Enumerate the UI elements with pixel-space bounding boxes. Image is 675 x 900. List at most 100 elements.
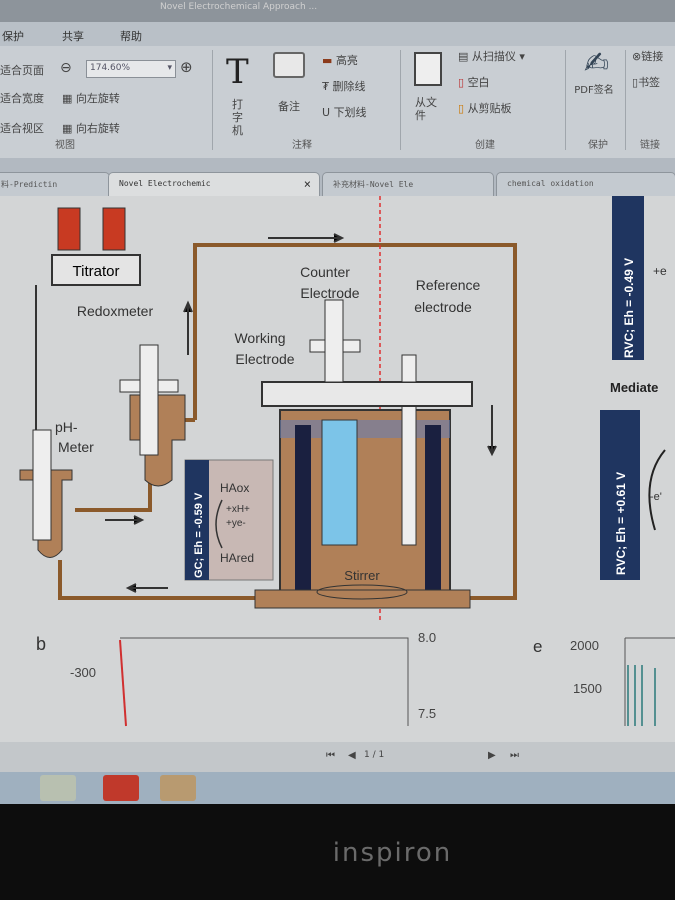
gc-inset: GC; Eh = -0.59 V HAox +xH+ +ye- HAred [184, 459, 274, 581]
reference-electrode-label: Reference [416, 277, 481, 293]
menu-bar: 保护 共享 帮助 [0, 22, 675, 46]
from-clipboard-label: 从剪贴板 [467, 102, 512, 115]
taskbar [0, 772, 675, 804]
tab-novel-electrochemical[interactable]: Novel Electrochemic × [108, 172, 320, 196]
window-title: Novel Electrochemical Approach ... [160, 2, 318, 12]
group-label-protect: 保护 [588, 140, 608, 151]
bookmark-button[interactable]: ▯书签 [632, 74, 660, 90]
tubing [58, 243, 517, 600]
panel-b-chart: b -300 8.0 7.5 [36, 630, 436, 727]
figure-setup-diagram: Titrator Redoxmeter pH- Meter Counter El… [19, 190, 675, 727]
counter-electrode-label: Electrode [300, 285, 359, 301]
rotate-right-button[interactable]: ▦ 向右旋转 [62, 120, 120, 136]
electron-label: +ye- [226, 518, 246, 529]
fit-width-button[interactable]: 适合宽度 [0, 92, 44, 105]
tab-label: Novel Electrochemic [119, 179, 211, 188]
divider [400, 50, 401, 150]
title-bar: Novel Electrochemical Approach ... [0, 0, 675, 22]
tab-prediction[interactable]: 料-Predictin [0, 172, 110, 196]
gc-potential-label: GC; Eh = -0.59 V [193, 492, 205, 578]
tab-chemical-oxidation[interactable]: chemical oxidation [496, 172, 675, 196]
e-y-tick: 1500 [573, 681, 602, 696]
link-label: 链接 [641, 50, 664, 63]
tab-label: chemical oxidation [507, 179, 594, 188]
note-button[interactable]: 备注 [278, 100, 300, 113]
link-button[interactable]: ⊗链接 [632, 48, 663, 64]
chevron-down-icon: ▾ [167, 63, 172, 73]
laptop-brand-logo: inspiron [332, 838, 453, 868]
rotate-left-label: 向左旋转 [75, 92, 120, 105]
redox-electrode [119, 344, 186, 487]
blank-button[interactable]: ▯ 空白 [458, 74, 490, 90]
close-icon[interactable]: × [303, 177, 311, 191]
highlight-icon: ▬ [322, 54, 336, 67]
next-page-button[interactable]: ▶ [488, 750, 496, 761]
plus-electron-label: +e [653, 264, 667, 278]
menu-help[interactable]: 帮助 [120, 30, 142, 43]
highlight-button[interactable]: ▬ 高亮 [322, 52, 358, 68]
strikeout-icon: ₮ [322, 80, 333, 93]
from-scanner-button[interactable]: ▤ 从扫描仪 ▾ [458, 50, 525, 63]
tab-supplementary[interactable]: 补充材料-Novel Ele [322, 172, 494, 196]
laptop-bezel [0, 804, 675, 900]
from-file-button[interactable]: 从文件 [415, 96, 437, 122]
titrator-burette-icon [57, 207, 81, 251]
zoom-select[interactable]: 174.60%▾ [86, 60, 176, 78]
pdf-sign-button[interactable]: PDF签名 [574, 85, 614, 96]
first-page-button[interactable]: ⏮ [326, 750, 335, 761]
document-tab-bar: 料-Predictin Novel Electrochemic × 补充材料-No… [0, 158, 675, 198]
menu-protect[interactable]: 保护 [2, 30, 24, 43]
titrator-label: Titrator [73, 263, 120, 280]
fit-page-button[interactable]: 适合页面 [0, 64, 44, 77]
ha-red-label: HAred [220, 551, 254, 565]
b-right-tick: 7.5 [418, 706, 436, 721]
page-navigation-bar: ⏮ ◀ 1 / 1 ▶ ⏭ [0, 742, 675, 772]
from-file-icon[interactable] [414, 52, 442, 86]
b-y-tick: -300 [70, 665, 96, 680]
strikeout-button[interactable]: ₮ 删除线 [322, 78, 366, 94]
bookmark-icon: ▯ [632, 76, 639, 89]
rotate-right-icon: ▦ [62, 122, 76, 135]
blank-label: 空白 [467, 76, 490, 89]
link-icon: ⊗ [632, 50, 642, 63]
panel-e-chart: e 2000 1500 [533, 637, 675, 726]
ribbon: 适合页面 ⊖ 174.60%▾ ⊕ 适合宽度 ▦ 向左旋转 适合视区 ▦ 向右旋… [0, 46, 675, 158]
ha-ox-label: HAox [220, 481, 249, 495]
zoom-in-icon[interactable]: ⊕ [180, 58, 193, 76]
rvc-panels: RVC; Eh = -0.49 V +e Mediate RVC; Eh = +… [600, 190, 667, 580]
taskbar-pdf-reader-icon[interactable] [103, 775, 139, 801]
note-icon[interactable] [273, 52, 305, 78]
typewriter-button[interactable]: 打字机 [232, 98, 243, 137]
underline-button[interactable]: U 下划线 [322, 104, 367, 120]
document-viewport[interactable]: Titrator Redoxmeter pH- Meter Counter El… [0, 190, 675, 742]
zoom-out-icon[interactable]: ⊖ [60, 60, 72, 76]
menu-share[interactable]: 共享 [62, 30, 84, 43]
rvc-top-label: RVC; Eh = -0.49 V [622, 258, 636, 358]
group-label-annotate: 注释 [292, 140, 312, 151]
rotate-left-button[interactable]: ▦ 向左旋转 [62, 90, 120, 106]
taskbar-app-icon[interactable] [160, 775, 196, 801]
proton-label: +xH+ [226, 504, 250, 515]
ph-electrode [19, 429, 73, 558]
panel-e-label: e [533, 637, 542, 656]
panel-b-label: b [36, 634, 46, 654]
divider [212, 50, 213, 150]
divider [565, 50, 566, 150]
taskbar-app-icon[interactable] [40, 775, 76, 801]
stirrer-rotation-icon [316, 584, 408, 600]
from-clipboard-button[interactable]: ▯ 从剪贴板 [458, 100, 512, 116]
clipboard-icon: ▯ [458, 102, 468, 115]
group-label-create: 创建 [475, 140, 495, 151]
last-page-button[interactable]: ⏭ [510, 750, 519, 761]
pdf-sign-icon[interactable]: ✍ [584, 46, 610, 81]
underline-icon: U [322, 106, 334, 119]
e-y-tick: 2000 [570, 638, 599, 653]
page-indicator[interactable]: 1 / 1 [364, 750, 385, 760]
prev-page-button[interactable]: ◀ [348, 750, 356, 761]
ph-meter-label: Meter [58, 439, 94, 455]
tab-label: 料-Predictin [1, 180, 58, 189]
fit-visible-button[interactable]: 适合视区 [0, 122, 44, 135]
typewriter-icon[interactable]: T [226, 52, 249, 92]
rvc-bottom-label: RVC; Eh = +0.61 V [614, 472, 628, 575]
rotate-left-icon: ▦ [62, 92, 76, 105]
